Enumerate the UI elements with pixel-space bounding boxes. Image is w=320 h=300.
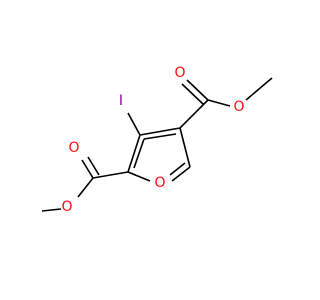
molecule-structure-diagram: I O O O O O [41,65,273,215]
bond-carbonyl-double-left-b [87,156,100,176]
atom-top-ether-oxygen: O [233,99,244,115]
atom-left-carbonyl-oxygen: O [68,140,79,156]
bond-c3-iodine [127,112,141,136]
bond-c2-c3 [127,134,141,173]
atom-left-ether-oxygen: O [61,199,72,215]
bond-c5-o1 [171,166,191,182]
atom-ring-oxygen: O [154,175,165,191]
bond-carbonyl-double-b [181,83,204,105]
bond-c5-o1-inner [169,162,186,176]
bond-c4-c5 [179,127,191,168]
bond-carbonyl-ether-top [207,99,231,107]
bond-ether-methyl-top [245,77,273,101]
bond-ether-methyl-left [41,208,62,212]
atom-top-carbonyl-oxygen: O [174,65,185,81]
bond-carbonyl-double-left-a [81,159,94,179]
bond-c3-c4-inner [143,133,177,140]
bond-carbonyl-double-a [186,79,209,101]
bond-c4-carbonyl-c [179,99,209,129]
bond-c3-c4 [139,127,181,136]
bond-carbonyl-ether-left [77,177,94,198]
atom-iodine: I [119,93,123,109]
bond-c2-c3-inner [133,138,145,169]
bond-o1-c2 [127,171,151,182]
bond-c2-carbonyl-c [92,171,129,179]
